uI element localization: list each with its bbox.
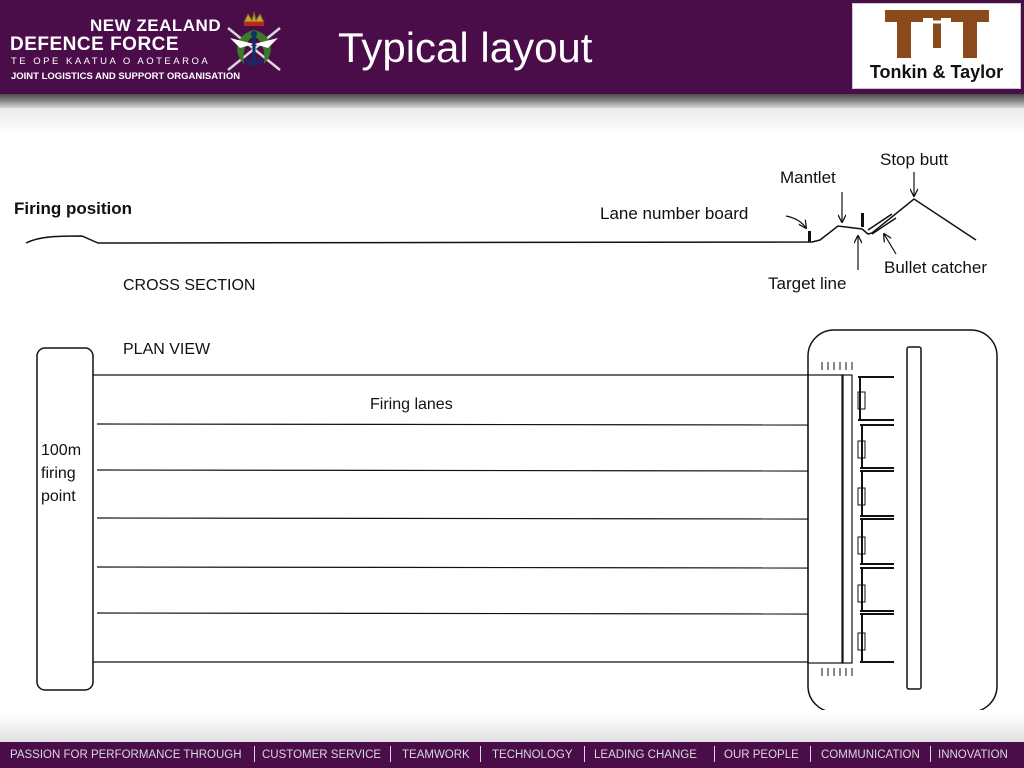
label-bullet-catcher: Bullet catcher <box>884 258 987 277</box>
footer-item-our-people: OUR PEOPLE <box>724 749 799 761</box>
lane-lines <box>93 374 809 663</box>
range-layout-diagram: Firing position Lane number board Mantle… <box>14 150 998 710</box>
footer-item-customer-service: CUSTOMER SERVICE <box>262 749 382 761</box>
footer-separator <box>480 746 481 762</box>
org-name-line1: NEW ZEALAND <box>90 16 222 35</box>
footer-separator <box>584 746 585 762</box>
footer-item-passion: PASSION FOR PERFORMANCE THROUGH <box>10 749 242 761</box>
firing-point-label-line2: firing <box>41 465 76 482</box>
header-bar: NEW ZEALAND DEFENCE FORCE TE OPE KAATUA … <box>0 0 1024 94</box>
target-frames <box>858 376 894 663</box>
footer-bar: PASSION FOR PERFORMANCE THROUGH CUSTOMER… <box>0 742 1024 768</box>
tick-marks <box>821 362 853 676</box>
label-firing-lanes: Firing lanes <box>370 396 453 413</box>
footer-item-leading-change: LEADING CHANGE <box>594 749 697 761</box>
target-boards <box>857 391 866 651</box>
bullet-catcher-plate <box>867 213 897 235</box>
label-lane-number-board: Lane number board <box>600 204 748 223</box>
footer-item-technology: TECHNOLOGY <box>492 749 573 761</box>
arrow-lane-board <box>785 215 806 228</box>
mantlet-plan <box>807 374 844 664</box>
label-cross-section: CROSS SECTION <box>123 277 255 294</box>
partner-logo-text: Tonkin & Taylor <box>869 62 1004 82</box>
label-stop-butt: Stop butt <box>880 150 948 169</box>
tonkin-taylor-logo: Tonkin & Taylor <box>852 3 1021 89</box>
content-top-fade <box>0 108 1024 134</box>
lane-board-post <box>808 231 811 242</box>
arrow-bullet-catcher <box>884 234 897 255</box>
footer-fade <box>0 712 1024 742</box>
firing-point-box <box>36 347 94 691</box>
org-unit: JOINT LOGISTICS AND SUPPORT ORGANISATION <box>11 71 241 82</box>
stop-butt-plan <box>906 346 922 690</box>
footer-separator <box>930 746 931 762</box>
tt-monogram-icon <box>885 10 989 58</box>
footer-separator <box>390 746 391 762</box>
footer-separator <box>254 746 255 762</box>
label-target-line: Target line <box>768 274 846 293</box>
ground-profile <box>25 198 977 244</box>
firing-point-label-line1: 100m <box>41 442 81 459</box>
label-firing-position: Firing position <box>14 199 132 218</box>
target-post <box>861 213 864 227</box>
header-divider <box>0 94 1024 108</box>
label-mantlet: Mantlet <box>780 168 836 187</box>
org-motto: TE OPE KAATUA O AOTEAROA <box>11 56 211 67</box>
footer-item-innovation: INNOVATION <box>938 749 1008 761</box>
cross-section: Firing position Lane number board Mantle… <box>14 150 987 294</box>
footer-item-communication: COMMUNICATION <box>821 749 920 761</box>
target-line-plan <box>841 374 853 664</box>
slide-title: Typical layout <box>338 24 593 71</box>
plan-view: PLAN VIEW 100m firing point Firing lanes <box>36 329 998 710</box>
footer-separator <box>714 746 715 762</box>
butts-area <box>807 329 998 710</box>
label-plan-view: PLAN VIEW <box>123 341 211 358</box>
crest-icon <box>227 11 281 71</box>
footer-item-teamwork: TEAMWORK <box>402 749 470 761</box>
firing-point-label-line3: point <box>41 488 76 505</box>
footer-separator <box>810 746 811 762</box>
org-name-line2: DEFENCE FORCE <box>10 34 180 55</box>
